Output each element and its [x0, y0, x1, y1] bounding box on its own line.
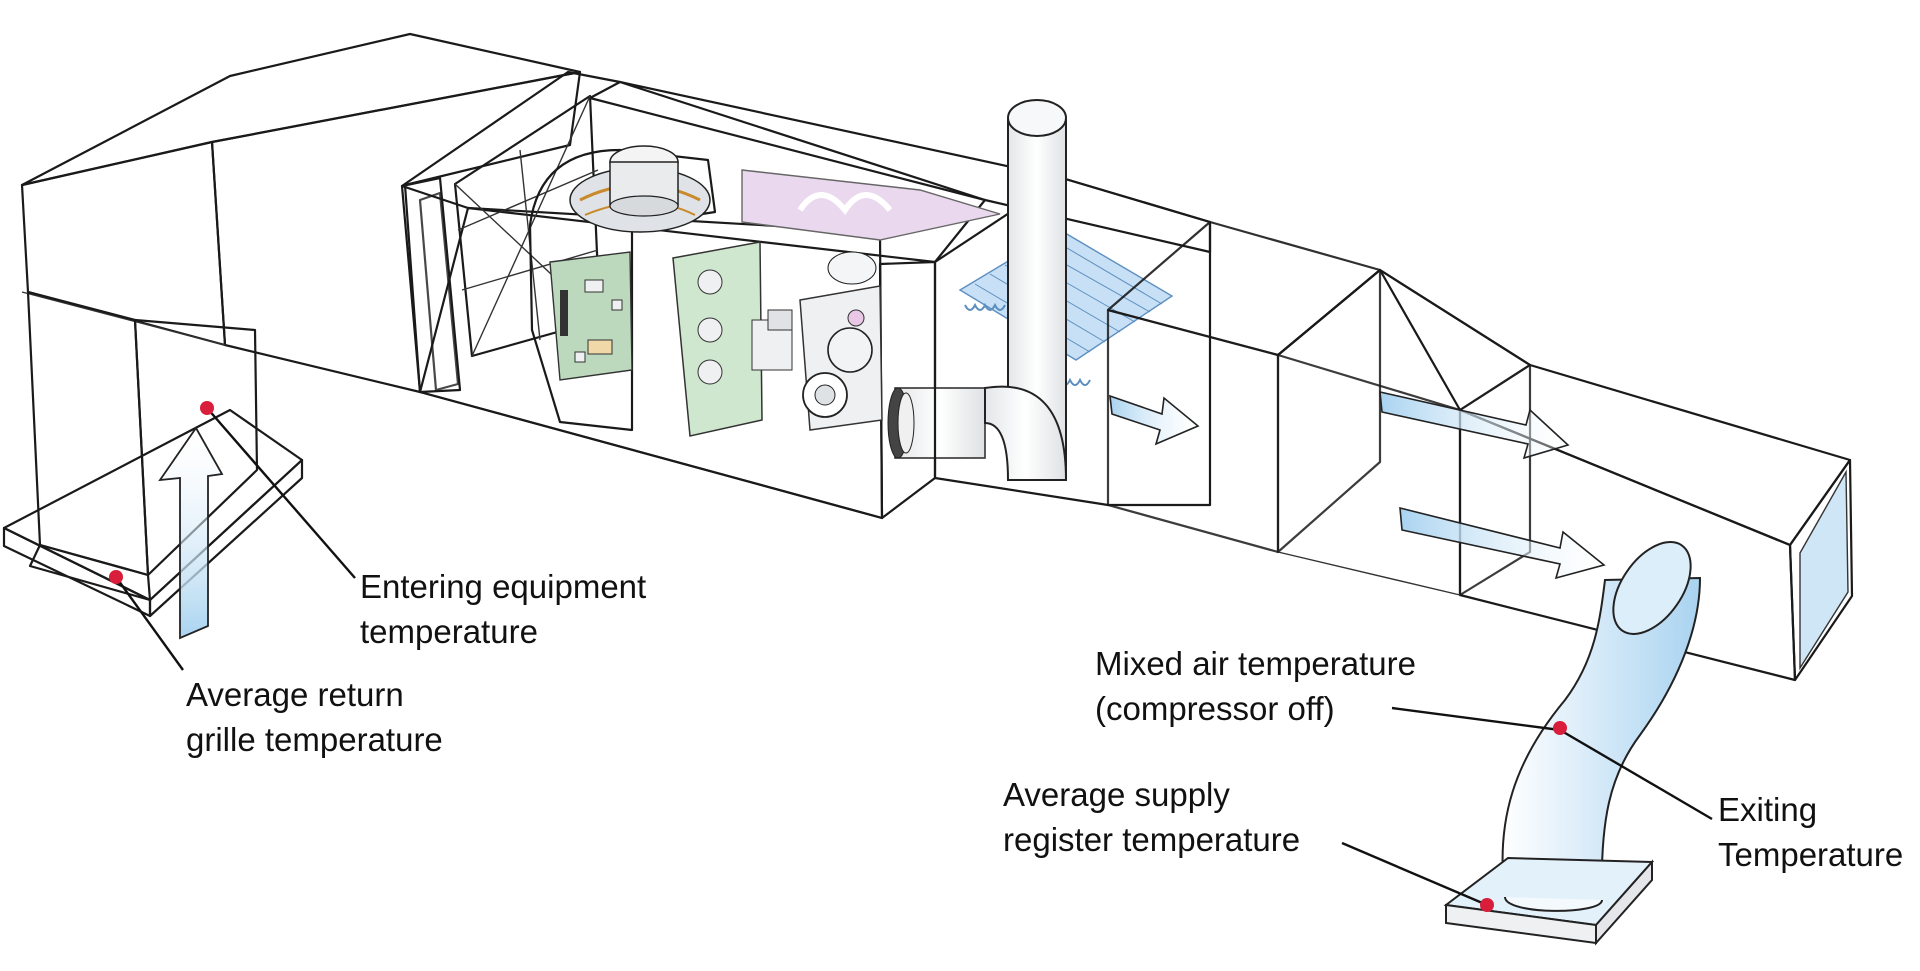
measurement-point-icon [109, 570, 123, 584]
supply-register-base [1443, 856, 1655, 946]
inducer-motor-icon [799, 251, 883, 431]
flex-supply-duct [1501, 541, 1702, 913]
measurement-point-icon [1480, 898, 1494, 912]
return-grille-base [2, 408, 304, 618]
return-label-line1: Average return [186, 676, 404, 713]
airflow-arrow-icon [1399, 506, 1606, 580]
flue-pipe-icon [984, 99, 1068, 481]
supply-label-line1: Average supply [1003, 776, 1230, 813]
control-board-icon [549, 251, 633, 381]
supply-duct [1106, 220, 1854, 682]
flue-connector [887, 387, 986, 459]
mixed-label-line2: (compressor off) [1095, 690, 1335, 727]
entering-equipment-label: Entering equipment temperature [360, 568, 646, 650]
entering-label-line2: temperature [360, 613, 538, 650]
mixed-air-label: Mixed air temperature (compressor off) [1095, 645, 1416, 727]
return-label-line2: grille temperature [186, 721, 443, 758]
heat-exchanger [741, 169, 1001, 241]
entering-label-line1: Entering equipment [360, 568, 646, 605]
airflow-arrow-icon [158, 426, 224, 640]
supply-label-line2: register temperature [1003, 821, 1300, 858]
measurement-point-icon [1553, 721, 1567, 735]
measurement-points [109, 401, 1567, 912]
measurement-point-icon [200, 401, 214, 415]
leader-lines [115, 407, 1713, 907]
return-duct [20, 32, 582, 577]
average-supply-label: Average supply register temperature [1003, 776, 1300, 858]
exiting-temperature-label: Exiting Temperature [1718, 791, 1903, 873]
exiting-label-line1: Exiting [1718, 791, 1817, 828]
airflow-arrow-icon [1109, 394, 1200, 446]
average-return-label: Average return grille temperature [186, 676, 443, 758]
gas-valve-icon [672, 241, 793, 437]
airflow-arrow-icon [1379, 390, 1570, 460]
mixed-label-line1: Mixed air temperature [1095, 645, 1416, 682]
blower-icon [528, 145, 717, 432]
exiting-label-line2: Temperature [1718, 836, 1903, 873]
